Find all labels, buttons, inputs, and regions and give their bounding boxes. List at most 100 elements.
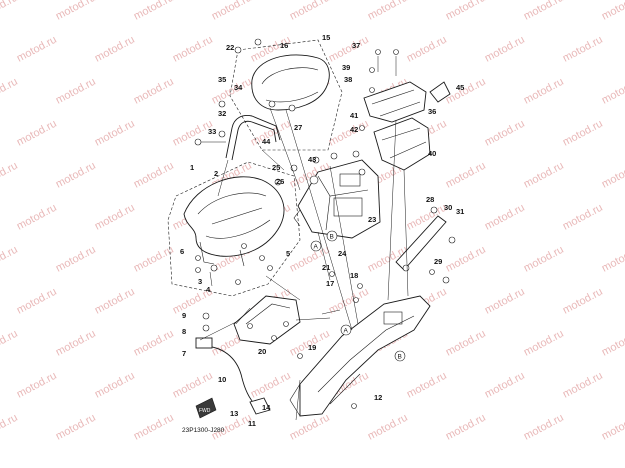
callout-14: 14 [262,403,271,412]
callout-11: 11 [248,419,256,428]
watermark-text-31: motod.ru [327,118,371,149]
callout-24: 24 [338,249,347,258]
watermark-text-27: motod.ru [15,118,59,149]
watermark-text-11: motod.ru [171,34,215,65]
watermark-text-63: motod.ru [15,286,59,317]
watermark-text-79: motod.ru [522,328,566,359]
callout-41: 41 [350,111,358,120]
ref-b-top: B [330,234,334,241]
watermark-text-0: motod.ru [0,0,20,23]
watermark-text-96: motod.ru [444,412,488,443]
watermark-text-37: motod.ru [54,160,98,191]
rider-seat [167,161,301,297]
watermark-text-8: motod.ru [600,0,625,23]
seat-lock-base [233,295,301,345]
watermark-text-73: motod.ru [54,328,98,359]
watermark-text-81: motod.ru [15,370,59,401]
watermark-text-60: motod.ru [444,244,488,275]
callout-28: 28 [426,195,434,204]
callout-18: 18 [350,271,358,280]
watermark-text-3: motod.ru [210,0,254,23]
watermark-text-54: motod.ru [0,244,20,275]
watermark-text-1: motod.ru [54,0,98,23]
callout-3: 3 [198,277,202,286]
watermark-text-15: motod.ru [483,34,527,65]
callout-4: 4 [206,285,211,294]
watermark-text-69: motod.ru [483,286,527,317]
watermark-text-42: motod.ru [444,160,488,191]
watermark-text-7: motod.ru [522,0,566,23]
watermark-text-62: motod.ru [600,244,625,275]
watermark-text-25: motod.ru [522,76,566,107]
watermark-text-36: motod.ru [0,160,20,191]
watermark-text-5: motod.ru [366,0,410,23]
watermark-text-24: motod.ru [444,76,488,107]
diagram-ref-code: 23P1300-J280 [182,427,225,434]
callout-25: 25 [272,163,280,172]
watermark-text-44: motod.ru [600,160,625,191]
callout-38: 38 [344,75,352,84]
ref-a-bottom: A [344,328,349,335]
callout-6: 6 [180,247,184,256]
ref-b-bottom: B [398,354,402,361]
watermark-text-67: motod.ru [327,286,371,317]
callout-1: 1 [190,163,194,172]
watermark-text-21: motod.ru [210,76,254,107]
callout-13: 13 [230,409,238,418]
callout-37: 37 [352,41,360,50]
watermark-text-97: motod.ru [522,412,566,443]
callout-17: 17 [326,279,334,288]
watermark-text-14: motod.ru [405,34,449,65]
watermark-text-78: motod.ru [444,328,488,359]
watermark-text-74: motod.ru [132,328,176,359]
callout-42: 42 [350,125,358,134]
watermark-text-6: motod.ru [444,0,488,23]
watermark-text-95: motod.ru [366,412,410,443]
callout-39: 39 [342,63,350,72]
watermark-text-82: motod.ru [93,370,137,401]
callout-23: 23 [368,215,376,224]
callout-22: 22 [226,43,234,52]
callout-19: 19 [308,343,316,352]
watermark-text-34: motod.ru [561,118,605,149]
watermark-text-92: motod.ru [132,412,176,443]
callout-34: 34 [234,83,243,92]
watermark-text-33: motod.ru [483,118,527,149]
callout-layer: 1 2 3 4 5 6 7 8 9 10 11 12 13 14 15 16 1… [180,33,464,428]
watermark-text-80: motod.ru [600,328,625,359]
fasteners [195,38,456,409]
watermark-text-56: motod.ru [132,244,176,275]
watermark-text-86: motod.ru [405,370,449,401]
callout-10: 10 [218,375,226,384]
watermark-text-91: motod.ru [54,412,98,443]
leader-lines [199,107,409,421]
callout-12: 12 [374,393,382,402]
callout-30: 30 [444,203,452,212]
passenger-seat [229,39,343,151]
callout-21: 21 [322,263,330,272]
watermark-text-43: motod.ru [522,160,566,191]
watermark-text-70: motod.ru [561,286,605,317]
watermark-text-84: motod.ru [249,370,293,401]
center-box-assembly [293,150,381,239]
grab-bar [194,100,281,161]
watermark-text-30: motod.ru [249,118,293,149]
callout-43: 43 [308,155,316,164]
callout-16: 16 [280,41,288,50]
watermark-text-38: motod.ru [132,160,176,191]
watermark-text-52: motod.ru [561,202,605,233]
callout-29: 29 [434,257,442,266]
watermark-text-51: motod.ru [483,202,527,233]
watermark-text-2: motod.ru [132,0,176,23]
watermark-text-16: motod.ru [561,34,605,65]
watermark-text-55: motod.ru [54,244,98,275]
watermark-text-72: motod.ru [0,328,20,359]
watermark-text-98: motod.ru [600,412,625,443]
watermark-text-46: motod.ru [93,202,137,233]
ref-a-top: A [314,244,319,251]
callout-44: 44 [262,137,271,146]
watermark-text-88: motod.ru [561,370,605,401]
callout-33: 33 [208,127,216,136]
